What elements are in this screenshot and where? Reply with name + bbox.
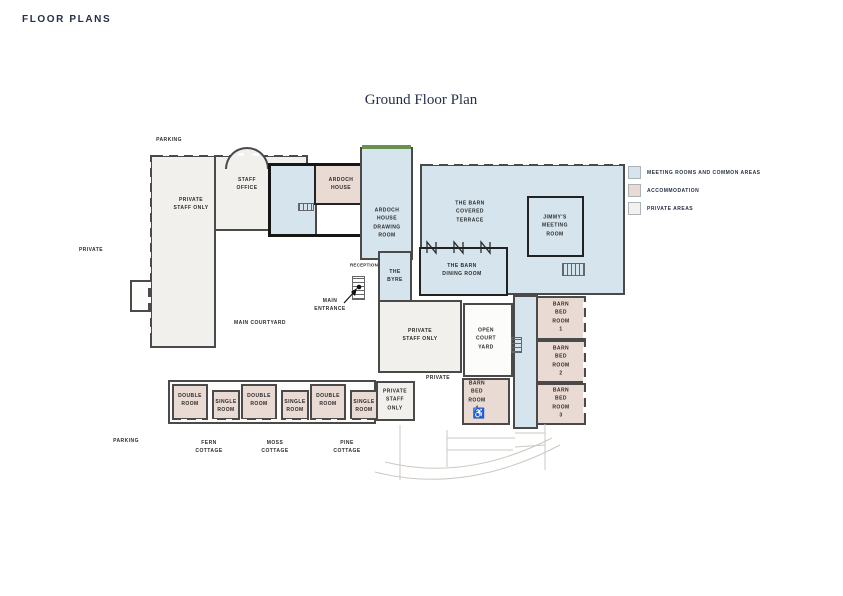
private-areas-swatch (628, 202, 641, 215)
legend-item-accommodation: ACCOMMODATION (628, 184, 761, 197)
label-private-staff-only-cottage: PRIVATE STAFF ONLY (382, 388, 408, 412)
label-pine-double: DOUBLE ROOM (316, 392, 340, 407)
label-fern-double: DOUBLE ROOM (178, 392, 202, 407)
label-the-byre: THE BYRE (387, 268, 403, 283)
legend-label: PRIVATE AREAS (647, 205, 694, 212)
label-open-court-yard: OPEN COURT YARD (475, 327, 497, 351)
side-porch (130, 280, 150, 312)
label-barn-bedroom-3: BARN BED ROOM 3 (552, 387, 570, 419)
room-barn-bedroom-1 (536, 296, 586, 340)
barn-corridor (513, 295, 538, 429)
open-court-yard (463, 303, 513, 377)
hedge-strip (362, 145, 411, 149)
pine-double-room (310, 384, 346, 420)
label-parking-top: PARKING (156, 136, 182, 143)
label-ardoch-house: ARDOCH HOUSE (328, 176, 354, 191)
label-barn-bedroom-2: BARN BED ROOM 2 (552, 345, 570, 377)
label-pine-single: SINGLE ROOM (353, 398, 375, 413)
label-fern-single: SINGLE ROOM (215, 398, 237, 413)
ardoch-house-outline (268, 163, 369, 237)
label-barn-dining-room: THE BARN DINING ROOM (442, 262, 482, 277)
stairs (298, 203, 314, 211)
room-barn-bedroom-4 (462, 378, 510, 425)
room-private-staff-cottage (376, 381, 415, 421)
label-private-staff-only-left: PRIVATE STAFF ONLY (173, 196, 209, 211)
stairs (352, 276, 365, 300)
wheelchair-icon: ♿ (472, 408, 486, 420)
label-main-entrance: MAIN ENTRANCE (314, 297, 346, 312)
windows (148, 162, 151, 342)
label-pine-cottage: PINE COTTAGE (333, 439, 361, 454)
legend-item-private: PRIVATE AREAS (628, 202, 761, 215)
label-private-mid: PRIVATE (425, 374, 451, 381)
label-main-courtyard: MAIN COURTYARD (234, 319, 286, 326)
windows (424, 162, 620, 165)
moss-single-room (281, 390, 309, 420)
moss-double-room (241, 384, 277, 420)
meeting-rooms-swatch (628, 166, 641, 179)
driveway-lines (374, 424, 561, 480)
label-barn-bedroom-1: BARN BED ROOM 1 (552, 301, 570, 333)
legend-label: MEETING ROOMS AND COMMON AREAS (647, 169, 761, 176)
label-parking-bottom: PARKING (113, 437, 139, 444)
windows (172, 419, 370, 422)
room-private-staff-mid (378, 300, 462, 373)
label-jimmys-meeting-room: JIMMY'S MEETING ROOM (542, 214, 568, 238)
label-moss-cottage: MOSS COTTAGE (261, 439, 289, 454)
stairs (562, 263, 585, 276)
fern-double-room (172, 384, 208, 420)
label-barn-bedroom-4: BARN BED ROOM 4 (468, 380, 486, 412)
page-header: FLOOR PLANS (22, 14, 112, 25)
legend-item-meeting: MEETING ROOMS AND COMMON AREAS (628, 166, 761, 179)
room-barn-dining-room (419, 247, 508, 296)
room-barn-bedroom-2 (536, 340, 586, 383)
stairs (511, 337, 522, 353)
label-ardoch-drawing-room: ARDOCH HOUSE DRAWING ROOM (373, 207, 401, 239)
label-fern-cottage: FERN COTTAGE (195, 439, 223, 454)
label-reception: RECEPTION (349, 262, 379, 268)
room-jimmys-meeting-room (527, 196, 584, 257)
label-private-left: PRIVATE (78, 246, 104, 253)
windows (583, 300, 586, 422)
label-barn-covered-terrace: THE BARN COVERED TERRACE (455, 200, 485, 224)
windows (154, 153, 302, 156)
label-staff-office: STAFF OFFICE (236, 176, 258, 191)
plan-title: Ground Floor Plan (364, 92, 478, 108)
label-moss-single: SINGLE ROOM (284, 398, 306, 413)
legend: MEETING ROOMS AND COMMON AREAS ACCOMMODA… (628, 166, 761, 220)
staff-office-bay-window (225, 147, 269, 169)
label-moss-double: DOUBLE ROOM (247, 392, 271, 407)
room-private-staff-wing-left (150, 155, 216, 348)
room-the-byre (378, 251, 412, 302)
room-ardoch-drawing-room (360, 147, 413, 260)
label-private-staff-only-mid: PRIVATE STAFF ONLY (402, 327, 438, 342)
legend-label: ACCOMMODATION (647, 187, 700, 194)
accommodation-swatch (628, 184, 641, 197)
